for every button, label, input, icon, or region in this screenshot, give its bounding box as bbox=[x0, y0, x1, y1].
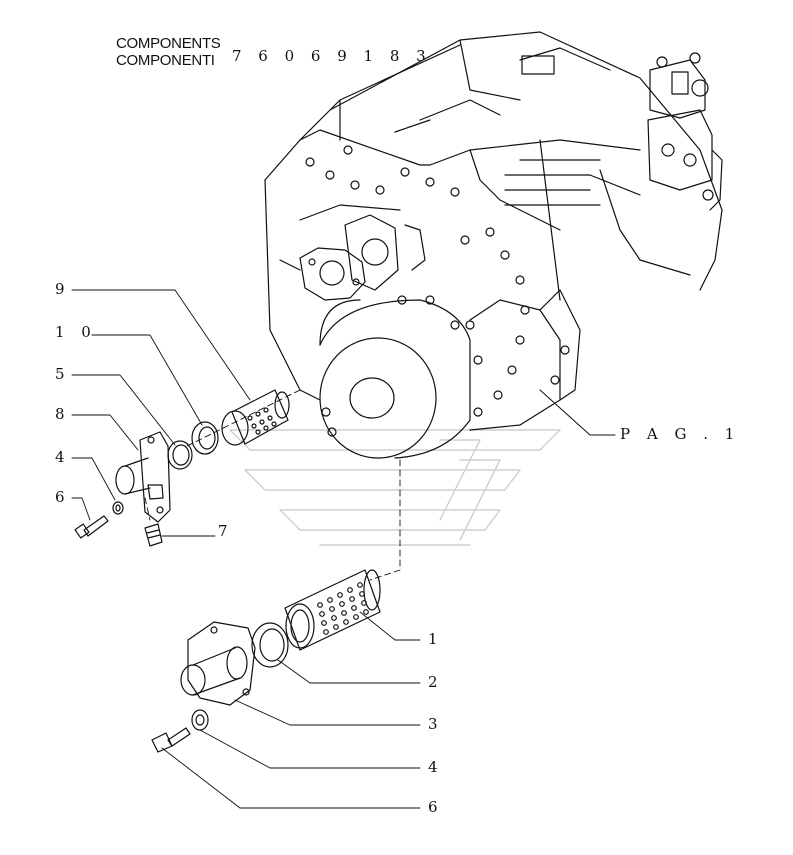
callout-6-bottom: 6 bbox=[428, 798, 438, 816]
upper-strainer-9 bbox=[221, 389, 290, 446]
upper-washer-4 bbox=[112, 501, 124, 515]
control-valve-block bbox=[647, 52, 723, 211]
callout-4-bottom: 4 bbox=[428, 758, 438, 776]
transmission-housing bbox=[264, 31, 723, 401]
upper-plug-7 bbox=[144, 523, 163, 547]
housing-bolts bbox=[305, 145, 570, 437]
callout-8: 8 bbox=[55, 405, 65, 423]
watermark-logo bbox=[229, 429, 561, 546]
lower-bolt-6 bbox=[151, 727, 191, 753]
lower-washer-4 bbox=[191, 709, 209, 731]
lower-leaders bbox=[161, 611, 421, 809]
callout-pag1: P A G . 1 bbox=[620, 425, 741, 443]
upper-cover-8 bbox=[115, 431, 171, 523]
callout-3: 3 bbox=[428, 715, 438, 733]
callout-7: 7 bbox=[218, 522, 228, 540]
filter-housing bbox=[319, 289, 581, 459]
lower-strainer-1 bbox=[284, 569, 381, 651]
leader-pag bbox=[539, 389, 616, 436]
assembly-axes bbox=[144, 389, 401, 581]
callout-9: 9 bbox=[55, 280, 65, 298]
header-componenti: COMPONENTI bbox=[116, 52, 215, 69]
callout-1: 1 bbox=[428, 630, 438, 648]
callout-5: 5 bbox=[55, 365, 65, 383]
upper-leaders bbox=[71, 289, 251, 537]
callout-4-top: 4 bbox=[55, 448, 65, 466]
upper-oring-5 bbox=[167, 440, 193, 470]
callout-2: 2 bbox=[428, 673, 438, 691]
callout-6-top: 6 bbox=[55, 488, 65, 506]
header-components: COMPONENTS bbox=[116, 35, 221, 52]
lower-oring-2 bbox=[251, 622, 289, 668]
callout-10: 1 0 bbox=[55, 323, 97, 341]
upper-bolt-6 bbox=[74, 515, 109, 539]
lower-cover-3 bbox=[180, 621, 256, 706]
pto-flange bbox=[299, 214, 426, 301]
part-number: 7 6 0 6 9 1 8 3 bbox=[232, 47, 432, 65]
upper-seal-10 bbox=[191, 421, 219, 455]
